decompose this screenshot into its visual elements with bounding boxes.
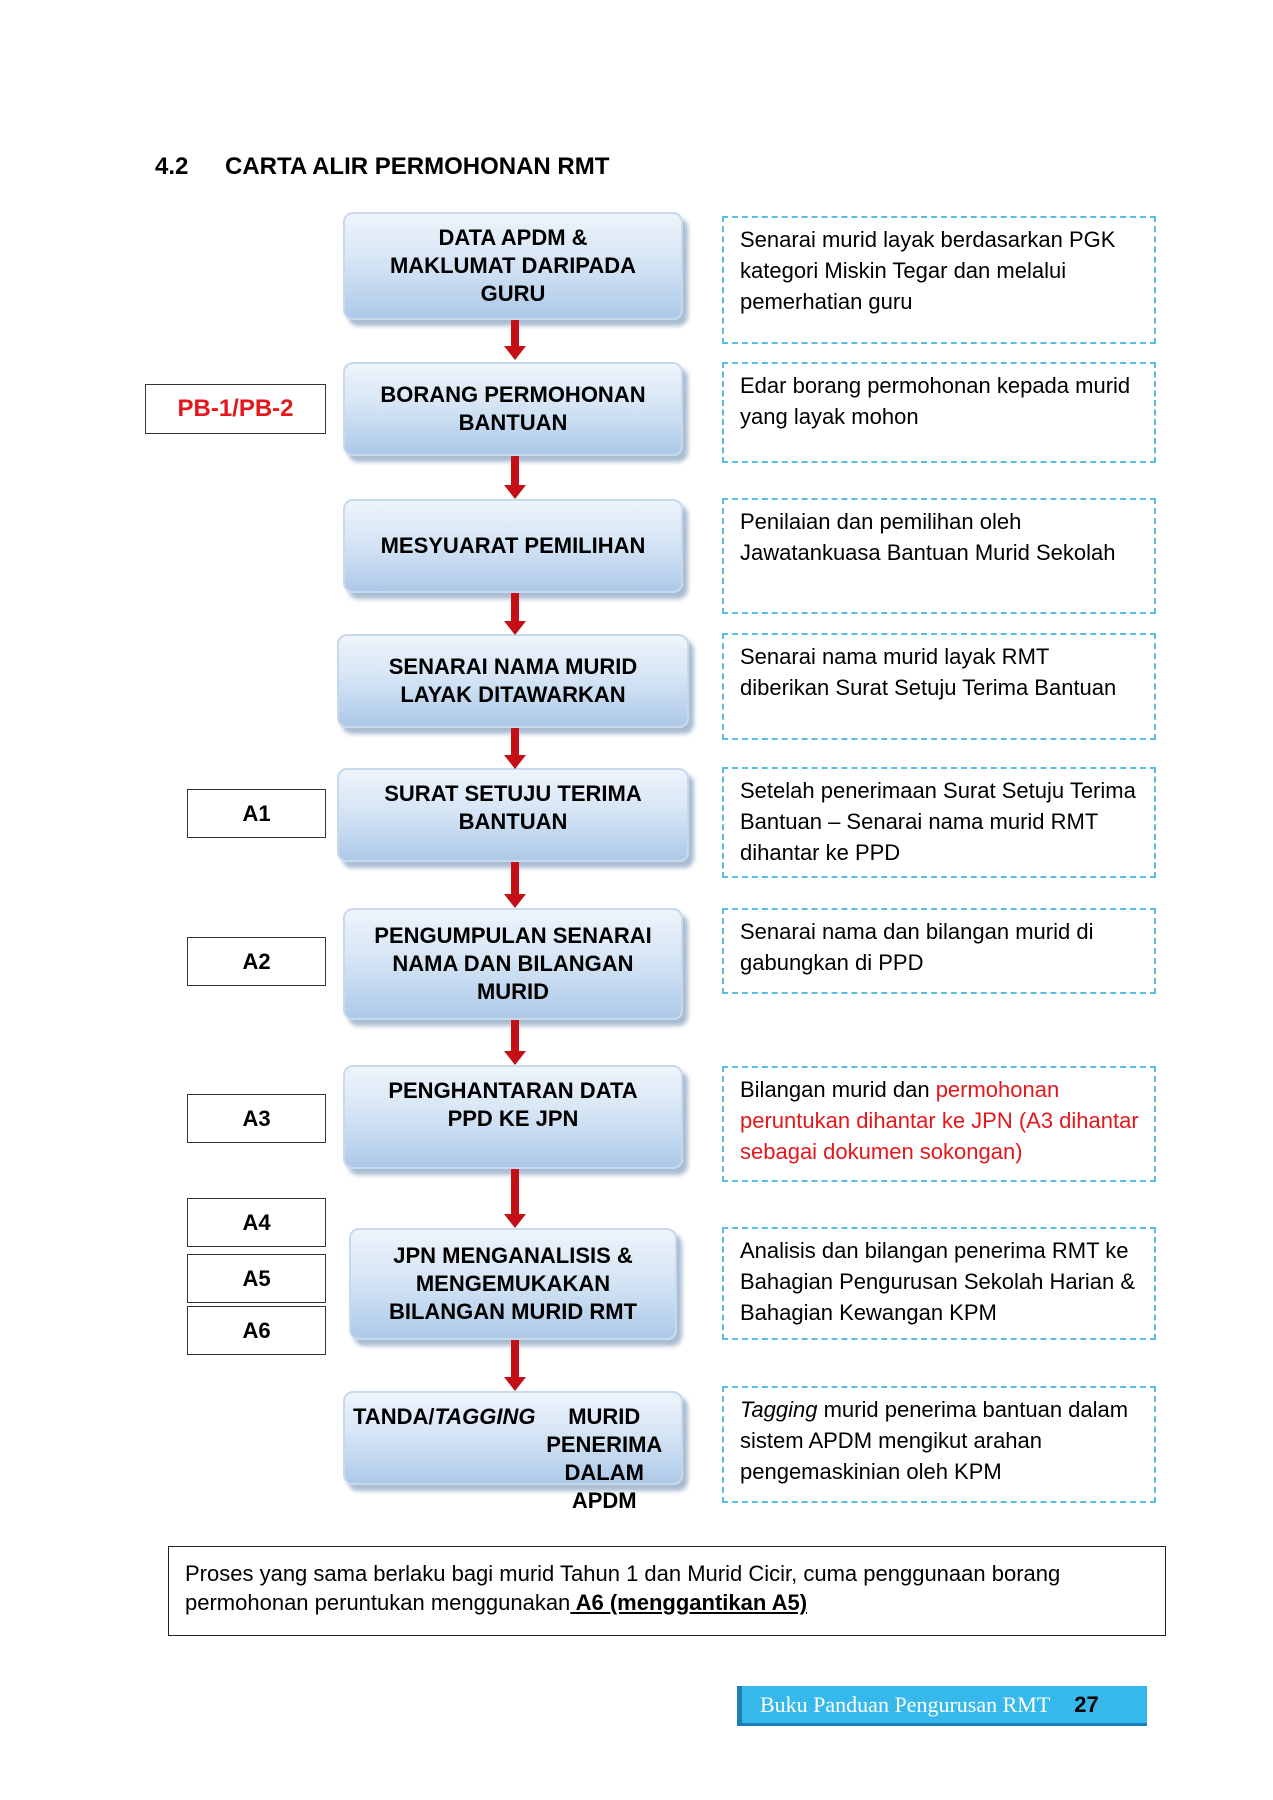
tagging-italic: TAGGING bbox=[434, 1404, 536, 1429]
flow-step-pengumpulan-senarai: PENGUMPULAN SENARAI NAMA DAN BILANGAN MU… bbox=[343, 908, 683, 1020]
desc-box-1: Senarai murid layak berdasarkan PGK kate… bbox=[722, 216, 1156, 344]
desc-9-italic: Tagging bbox=[740, 1397, 818, 1422]
desc-box-6: Senarai nama dan bilangan murid di gabun… bbox=[722, 908, 1156, 994]
form-label-a4: A4 bbox=[187, 1198, 326, 1247]
flow-step-data-apdm: DATA APDM & MAKLUMAT DARIPADA GURU bbox=[343, 212, 683, 320]
section-number: 4.2 bbox=[155, 153, 189, 180]
form-label-pb1-pb2: PB-1/PB-2 bbox=[145, 384, 326, 434]
desc-box-3: Penilaian dan pemilihan oleh Jawatankuas… bbox=[722, 498, 1156, 614]
tanda-suffix: MURID PENERIMA DALAM APDM bbox=[546, 1404, 663, 1513]
desc-box-8: Analisis dan bilangan penerima RMT ke Ba… bbox=[722, 1227, 1156, 1340]
footer-title: Buku Panduan Pengurusan RMT bbox=[760, 1691, 1051, 1717]
page-number: 27 bbox=[1074, 1691, 1099, 1717]
form-label-a5: A5 bbox=[187, 1254, 326, 1303]
flow-step-penghantaran-data: PENGHANTARAN DATA PPD KE JPN bbox=[343, 1065, 683, 1169]
flow-step-mesyuarat-pemilihan: MESYUARAT PEMILIHAN bbox=[343, 499, 683, 593]
note-emphasis: A6 (menggantikan A5) bbox=[570, 1590, 808, 1615]
note-text: Proses yang sama berlaku bagi murid Tahu… bbox=[185, 1561, 1061, 1615]
flow-step-senarai-nama-murid: SENARAI NAMA MURID LAYAK DITAWARKAN bbox=[337, 634, 689, 728]
form-label-a3: A3 bbox=[187, 1094, 326, 1143]
note-box: Proses yang sama berlaku bagi murid Tahu… bbox=[168, 1546, 1166, 1636]
tanda-prefix: TANDA/ bbox=[353, 1404, 435, 1429]
flow-step-borang-permohonan: BORANG PERMOHONAN BANTUAN bbox=[343, 362, 683, 456]
form-label-a1: A1 bbox=[187, 789, 326, 838]
flow-step-tanda-tagging: TANDA/ TAGGING MURID PENERIMA DALAM APDM bbox=[343, 1391, 683, 1513]
desc-box-4: Senarai nama murid layak RMT diberikan S… bbox=[722, 633, 1156, 740]
form-label-a2: A2 bbox=[187, 937, 326, 986]
desc-box-2: Edar borang permohonan kepada murid yang… bbox=[722, 362, 1156, 463]
desc-box-7: Bilangan murid dan permohonan peruntukan… bbox=[722, 1066, 1156, 1182]
desc-9-rest: murid penerima bantuan dalam sistem APDM… bbox=[740, 1397, 1129, 1484]
footer-banner: Buku Panduan Pengurusan RMT 27 bbox=[737, 1686, 1147, 1726]
flow-step-jpn-menganalisis: JPN MENGANALISIS & MENGEMUKAKAN BILANGAN… bbox=[349, 1228, 677, 1340]
desc-box-5: Setelah penerimaan Surat Setuju Terima B… bbox=[722, 767, 1156, 878]
desc-box-9: Tagging murid penerima bantuan dalam sis… bbox=[722, 1386, 1156, 1503]
section-title: CARTA ALIR PERMOHONAN RMT bbox=[225, 153, 610, 180]
flow-step-surat-setuju: SURAT SETUJU TERIMA BANTUAN bbox=[337, 768, 689, 862]
section-heading: 4.2 CARTA ALIR PERMOHONAN RMT bbox=[155, 153, 609, 181]
desc-7-black: Bilangan murid dan bbox=[740, 1077, 936, 1102]
form-label-a6: A6 bbox=[187, 1306, 326, 1355]
desc-7-red: permohonan peruntukan dihantar ke JPN (A… bbox=[740, 1077, 1139, 1164]
